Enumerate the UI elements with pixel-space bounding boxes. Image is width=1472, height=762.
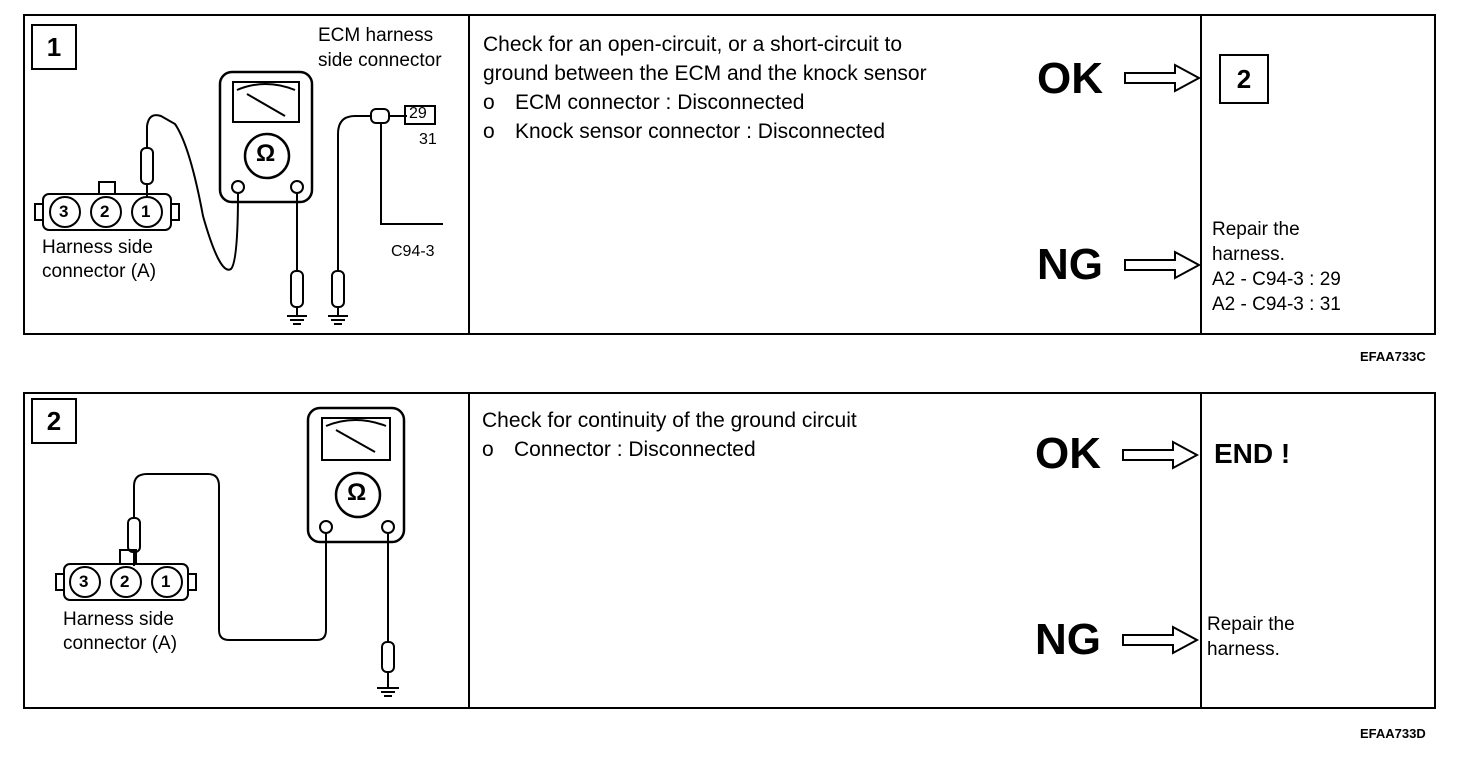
- check-instructions: Check for an open-circuit, or a short-ci…: [483, 30, 927, 146]
- step-1-wiring-diagram: [34, 70, 443, 325]
- ohm-symbol: Ω: [347, 479, 367, 506]
- step-2-wiring-diagram: [55, 406, 406, 697]
- ng-result: Repair the harness. A2 - C94-3 : 29 A2 -…: [1212, 219, 1341, 315]
- pin-31-label: 31: [419, 131, 437, 148]
- pin-29-label: 29: [409, 105, 427, 122]
- figure-code: EFAA733C: [1360, 349, 1426, 364]
- next-step-box: 2: [1219, 54, 1269, 104]
- multimeter-icon: [218, 70, 314, 204]
- pin-1-label: 1: [161, 572, 171, 591]
- end-label: END !: [1214, 438, 1291, 469]
- step-number-box: 2: [31, 398, 77, 444]
- ng-label: NG: [1037, 240, 1103, 289]
- divider: [468, 394, 470, 707]
- pin-3-label: 3: [59, 202, 69, 221]
- multimeter-icon: [306, 406, 406, 544]
- figure-code: EFAA733D: [1360, 726, 1426, 741]
- step-1-panel: 1: [23, 14, 1436, 335]
- step-number-box: 1: [31, 24, 77, 70]
- ng-label: NG: [1035, 615, 1101, 664]
- step-2-panel: 2: [23, 392, 1436, 709]
- pin-2-label: 2: [100, 202, 110, 221]
- divider: [1200, 16, 1202, 333]
- check-instructions: Check for continuity of the ground circu…: [482, 406, 857, 464]
- harness-side-label: Harness side connector (A): [42, 237, 157, 282]
- ok-label: OK: [1037, 54, 1103, 103]
- right-arrow-icon: [1124, 63, 1202, 93]
- harness-side-label: Harness side connector (A): [63, 609, 178, 654]
- pin-3-label: 3: [79, 572, 89, 591]
- right-arrow-icon: [1122, 625, 1200, 655]
- ohm-symbol: Ω: [256, 140, 276, 167]
- divider: [1200, 394, 1202, 707]
- right-arrow-icon: [1124, 250, 1202, 280]
- pin-2-label: 2: [120, 572, 130, 591]
- c94-label: C94-3: [391, 243, 435, 260]
- ecm-pin-box: [404, 105, 436, 125]
- ecm-harness-label: ECM harness side connector: [318, 25, 442, 71]
- ng-result: Repair the harness.: [1207, 614, 1295, 660]
- divider: [468, 16, 470, 333]
- pin-1-label: 1: [141, 202, 151, 221]
- ok-label: OK: [1035, 429, 1101, 478]
- right-arrow-icon: [1122, 440, 1200, 470]
